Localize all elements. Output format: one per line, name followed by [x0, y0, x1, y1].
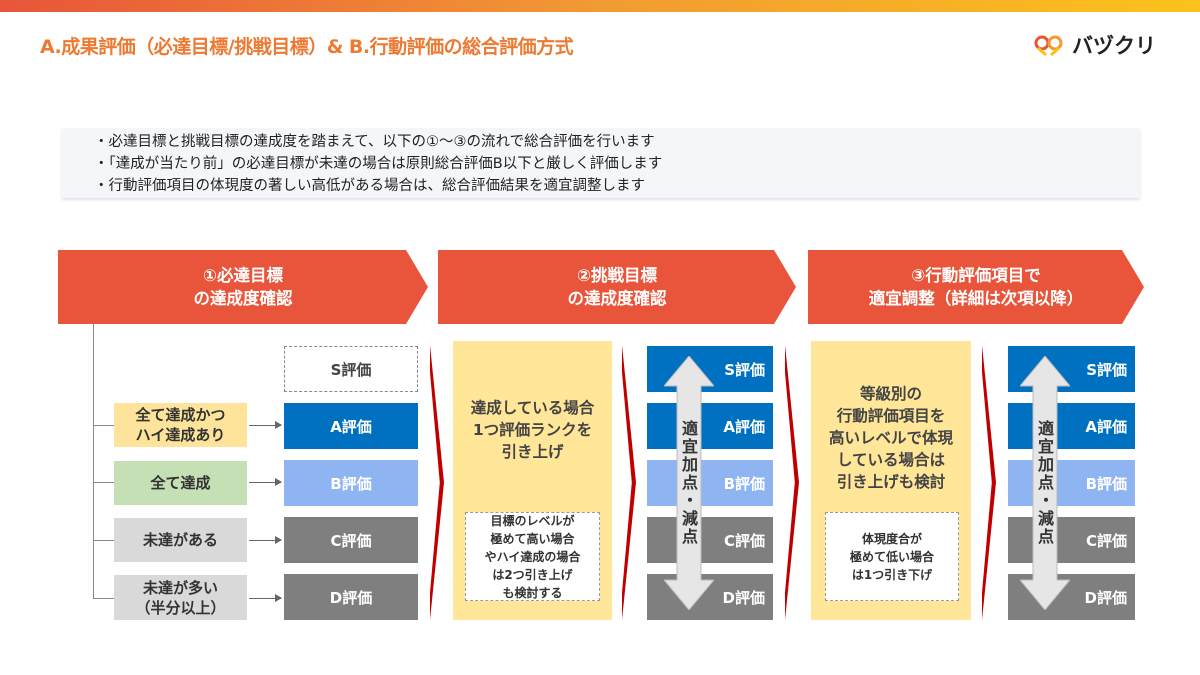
tree-branch — [93, 482, 114, 483]
arrow-right-icon — [249, 421, 282, 429]
adjust-label: 適宜加点・減点 — [679, 420, 698, 546]
tree-branch — [93, 598, 114, 599]
chevron-divider-icon — [785, 345, 799, 620]
step-3-rule-text: 等級別の行動評価項目を高いレベルで体現している場合は引き上げも検討 — [828, 385, 953, 491]
logo: バヅクリ — [1032, 30, 1156, 60]
rating-d: D評価 — [284, 574, 418, 620]
step-1-header: ①必達目標の達成度確認 — [58, 250, 428, 324]
rating-c: C評価 — [1008, 517, 1135, 563]
rating-s: S評価 — [284, 346, 418, 392]
arrow-right-icon — [249, 478, 282, 486]
rating-a: A評価 — [647, 403, 773, 449]
step-3-note: 体現度合が極めて低い場合は1つ引き下げ — [825, 512, 959, 601]
condition-high-achievement: 全て達成かつハイ達成あり — [114, 403, 247, 447]
condition-some-missed: 未達がある — [114, 518, 247, 562]
step-3-rule-box: 等級別の行動評価項目を高いレベルで体現している場合は引き上げも検討 体現度合が極… — [811, 341, 971, 620]
rating-c: C評価 — [284, 517, 418, 563]
adjust-label: 適宜加点・減点 — [1035, 420, 1054, 546]
rating-b: B評価 — [647, 460, 773, 506]
bullet-item: ・行動評価項目の体現度の著しい高低がある場合は、総合評価結果を適宜調整します — [94, 178, 645, 194]
logo-icon — [1034, 35, 1063, 56]
bullet-item: ・必達目標と挑戦目標の達成度を踏まえて、以下の①～③の流れで総合評価を行います — [94, 134, 655, 150]
arrow-right-icon — [249, 536, 282, 544]
double-arrow-icon — [1020, 356, 1070, 610]
rating-b: B評価 — [284, 460, 418, 506]
double-arrow-icon — [664, 356, 714, 610]
tree-branch — [93, 540, 114, 541]
step-3-header: ③行動評価項目で適宜調整（詳細は次項以降） — [808, 250, 1144, 324]
rating-a: A評価 — [284, 403, 418, 449]
rating-b: B評価 — [1008, 460, 1135, 506]
rating-a: A評価 — [1008, 403, 1135, 449]
bullet-item: ・「達成が当たり前」の必達目標が未達の場合は原則総合評価B以下と厳しく評価します — [94, 156, 663, 172]
step-2-note: 目標のレベルが極めて高い場合やハイ達成の場合は2つ引き上げも検討する — [465, 512, 600, 601]
rating-c: C評価 — [647, 517, 773, 563]
condition-all-achieved: 全て達成 — [114, 461, 247, 505]
tree-branch — [93, 425, 114, 426]
condition-many-missed: 未達が多い（半分以上） — [114, 575, 247, 620]
tree-line — [93, 323, 94, 599]
chevron-divider-icon — [622, 345, 636, 620]
summary-box: ・必達目標と挑戦目標の達成度を踏まえて、以下の①～③の流れで総合評価を行います … — [62, 128, 1140, 198]
page-title: A.成果評価（必達目標/挑戦目標）& B.行動評価の総合評価方式 — [40, 36, 574, 58]
chevron-divider-icon — [430, 345, 444, 620]
step-2-header: ②挑戦目標の達成度確認 — [438, 250, 796, 324]
logo-text: バヅクリ — [1072, 34, 1156, 58]
arrow-right-icon — [249, 594, 282, 602]
chevron-divider-icon — [982, 345, 996, 620]
top-gradient-bar — [0, 0, 1200, 12]
